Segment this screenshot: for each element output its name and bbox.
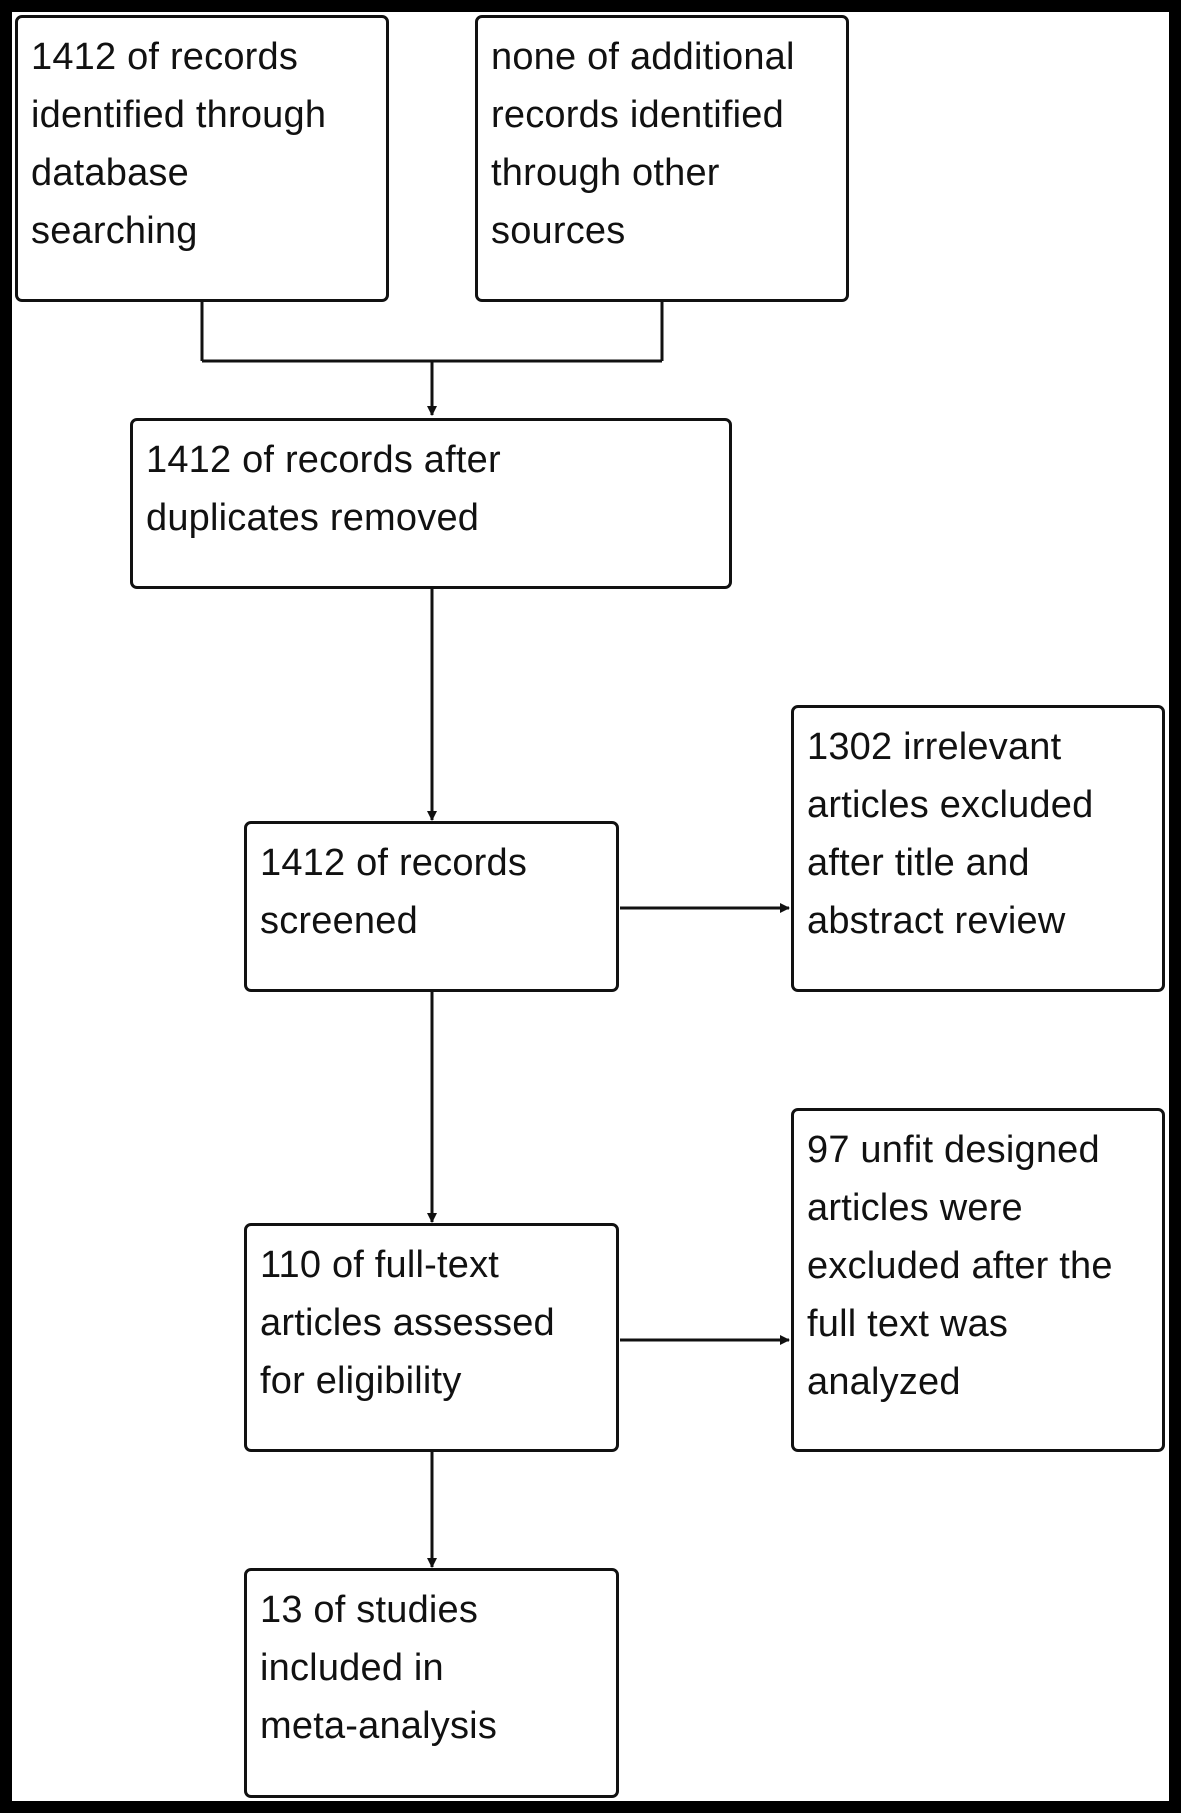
box-included: 13 of studies included in meta-analysis (244, 1568, 619, 1798)
box-full-text-assessed: 110 of full-text articles assessed for e… (244, 1223, 619, 1452)
box-after-duplicates: 1412 of records after duplicates removed (130, 418, 732, 589)
box-database-search: 1412 of records identified through datab… (15, 15, 389, 302)
box-screened: 1412 of records screened (244, 821, 619, 992)
box-excluded-title-abstract: 1302 irrelevant articles excluded after … (791, 705, 1165, 992)
box-other-sources: none of additional records identified th… (475, 15, 849, 302)
box-excluded-full-text: 97 unfit designed articles were excluded… (791, 1108, 1165, 1452)
